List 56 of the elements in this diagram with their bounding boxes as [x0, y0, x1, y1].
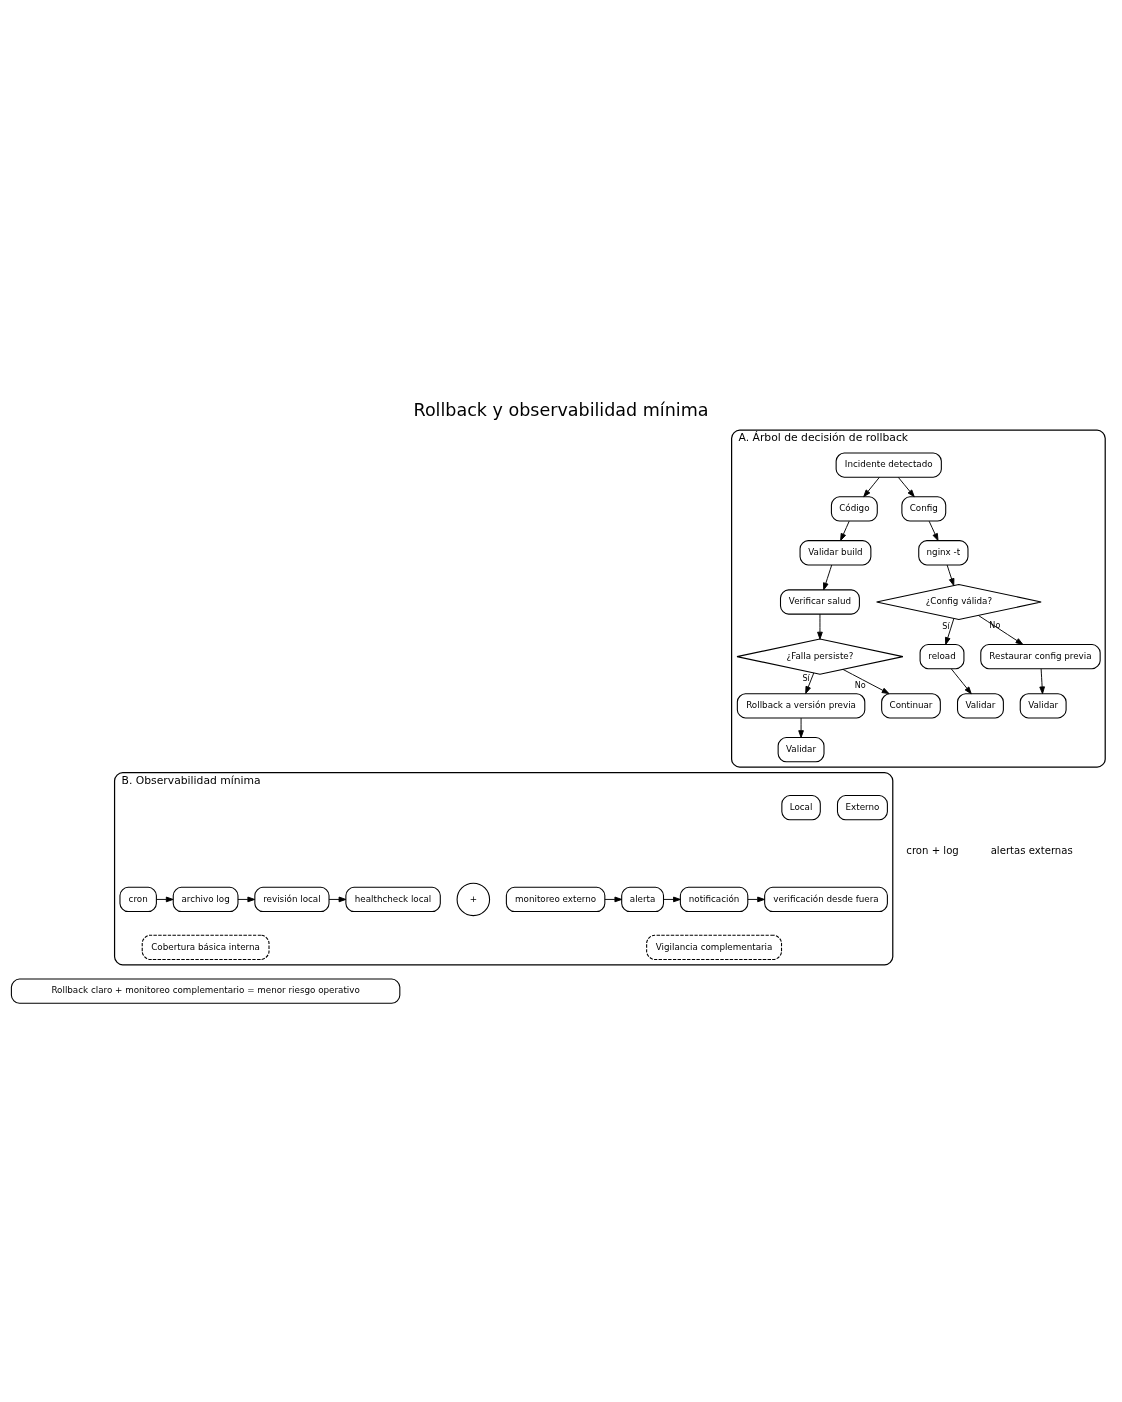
- node-box: Rollback a versión previa: [736, 692, 866, 719]
- arrow: [840, 520, 850, 541]
- node-box: Código: [830, 495, 878, 522]
- arrow: [897, 476, 915, 497]
- arrow: [798, 717, 804, 738]
- arrow: [1039, 667, 1045, 694]
- arrow: [945, 617, 955, 645]
- arrow: [842, 668, 890, 694]
- diagram-title: Rollback y observabilidad mínima: [413, 399, 709, 420]
- edge-label: Sí: [802, 672, 810, 683]
- node-box: Local: [781, 794, 821, 820]
- edge-label: Sí: [942, 620, 950, 631]
- arrow: [977, 614, 1024, 645]
- arrow: [237, 896, 256, 902]
- node-box: alerta: [621, 886, 665, 912]
- node-box: Continuar: [881, 692, 941, 719]
- arrow: [805, 672, 815, 694]
- node-box: Verificar salud: [779, 588, 860, 615]
- node-circle: +: [456, 882, 491, 916]
- node-box: cron: [119, 886, 157, 912]
- node-box: Vigilancia complementaria: [646, 934, 783, 960]
- arrow: [663, 896, 681, 902]
- label: alertas externas: [990, 844, 1073, 856]
- node-box: Validar: [1019, 692, 1067, 719]
- node-box: Validar: [777, 736, 825, 762]
- node-diamond: ¿Falla persiste?: [736, 638, 904, 675]
- edge-label: No: [989, 619, 1001, 630]
- arrow: [950, 667, 972, 694]
- edge-label: No: [854, 679, 866, 690]
- arrow: [823, 564, 833, 590]
- arrow: [863, 476, 880, 497]
- arrow: [946, 564, 955, 586]
- node-box: Rollback claro + monitoreo complementario = menor riesgo operativo: [10, 978, 401, 1004]
- arrow: [747, 896, 765, 902]
- node-box: verificación desde fuera: [764, 886, 888, 912]
- node-box: revisión local: [254, 886, 330, 912]
- arrow: [156, 896, 174, 902]
- node-box: Validar build: [799, 539, 872, 565]
- label: cron + log: [906, 844, 959, 856]
- node-box: Restaurar config previa: [980, 643, 1101, 669]
- node-box: archivo log: [172, 886, 239, 912]
- node-box: Externo: [836, 794, 888, 820]
- arrow: [328, 896, 347, 902]
- node-box: Incidente detectado: [835, 451, 942, 478]
- node-box: healthcheck local: [345, 886, 441, 912]
- node-box: nginx -t: [918, 539, 969, 565]
- node-diamond: ¿Config válida?: [876, 583, 1042, 620]
- arrow: [928, 520, 939, 541]
- node-box: Config: [901, 495, 947, 522]
- arrow: [817, 613, 823, 639]
- node-box: reload: [919, 643, 965, 669]
- node-box: Validar: [957, 692, 1004, 719]
- node-box: notificación: [679, 886, 749, 912]
- arrow: [604, 896, 623, 902]
- node-box: monitoreo externo: [505, 886, 606, 912]
- node-box: Cobertura básica interna: [141, 934, 270, 960]
